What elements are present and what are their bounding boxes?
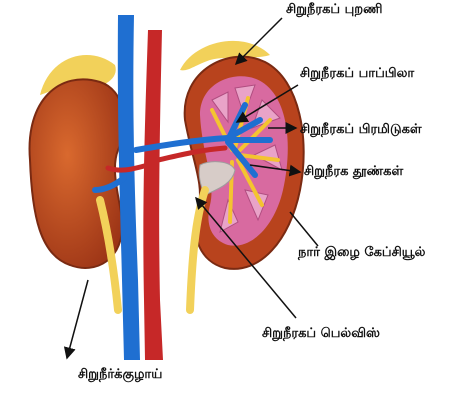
- label-columns: சிறுநீரக தூண்கள்: [304, 164, 403, 180]
- label-capsule: நார் இழை கேப்சியூல்: [298, 245, 425, 261]
- pointer-cortex: [236, 18, 282, 64]
- label-papilla: சிறுநீரகப் பாப்பிலா: [300, 66, 414, 82]
- label-cortex: சிறுநீரகப் புறணி: [286, 2, 382, 18]
- aorta: [143, 30, 163, 360]
- label-ureter: சிறுநீர்க்குழாய்: [78, 367, 162, 383]
- pointer-ureter: [67, 280, 88, 358]
- label-pyramids: சிறுநீரகப் பிரமிடுகள்: [300, 122, 422, 138]
- pointer-capsule: [290, 212, 318, 246]
- label-pelvis: சிறுநீரகப் பெல்விஸ்: [262, 326, 380, 342]
